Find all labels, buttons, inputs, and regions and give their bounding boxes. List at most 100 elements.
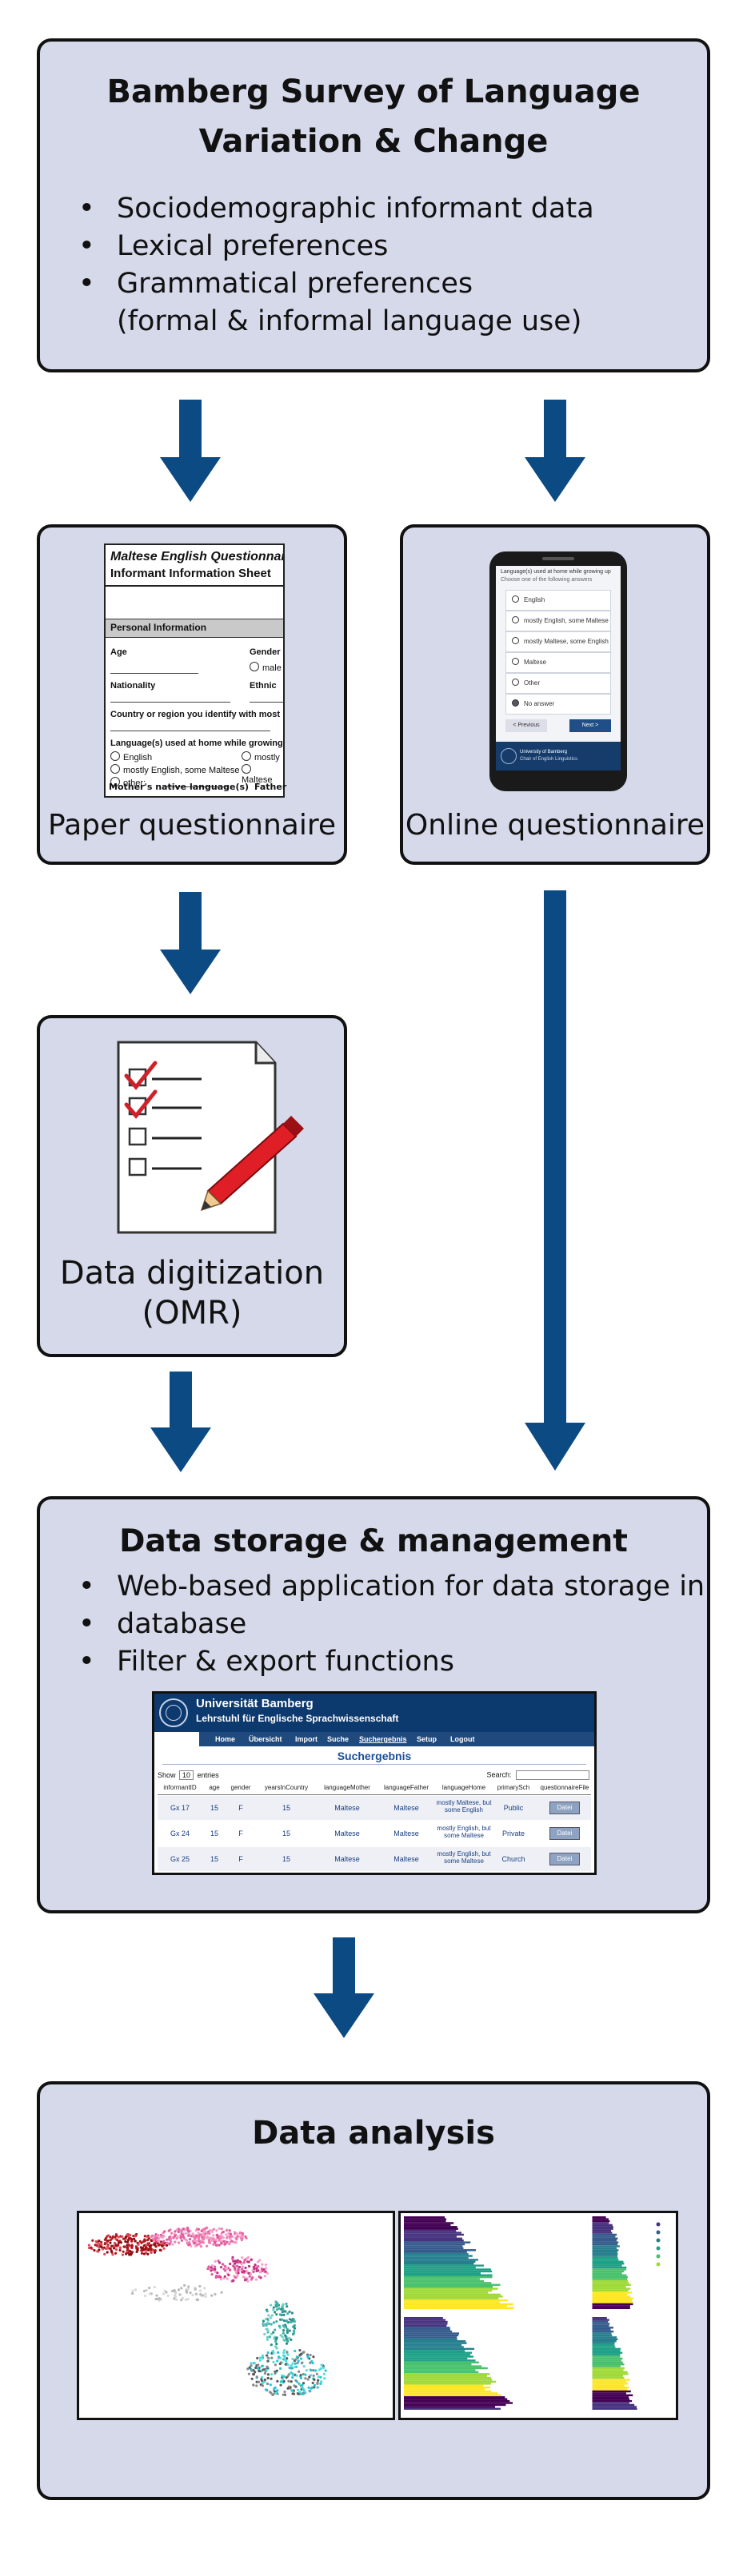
form-male-label: male xyxy=(262,663,282,673)
datei-button[interactable]: Datei xyxy=(549,1802,580,1814)
bar-segment xyxy=(404,2323,448,2325)
university-seal-inner-icon xyxy=(166,1705,182,1721)
phone-next-button[interactable]: Next > xyxy=(569,719,611,732)
bar-segment xyxy=(404,2394,502,2397)
nav-setup[interactable]: Setup xyxy=(417,1735,437,1743)
col-age[interactable]: age xyxy=(209,1784,220,1791)
map-point xyxy=(150,2251,153,2255)
map-point xyxy=(166,2238,169,2241)
nav-import[interactable]: Import xyxy=(295,1735,318,1743)
map-point xyxy=(189,2291,192,2295)
map-point xyxy=(206,2244,209,2248)
map-point xyxy=(110,2249,113,2252)
datei-button[interactable]: Datei xyxy=(549,1853,580,1865)
map-point xyxy=(324,2369,327,2372)
phone-footer: University of Bamberg Chair of English L… xyxy=(496,742,621,770)
table-row[interactable]: Gx 25 15 F 15 Maltese Maltese mostly Eng… xyxy=(158,1847,591,1871)
nav-home[interactable]: Home xyxy=(215,1735,236,1743)
omr-checklist-icon xyxy=(117,1041,304,1234)
bar-segment xyxy=(592,2357,623,2360)
map-point xyxy=(262,2381,265,2384)
radio-icon[interactable] xyxy=(242,764,251,774)
map-point xyxy=(110,2244,114,2248)
phone-option-1[interactable]: mostly English, some Maltese xyxy=(505,611,611,631)
radio-icon[interactable] xyxy=(250,662,259,671)
bar-segment xyxy=(592,2233,617,2236)
col-yearsincountry[interactable]: yearsInCountry xyxy=(264,1784,309,1791)
map-point xyxy=(286,2357,289,2360)
map-point xyxy=(298,2348,302,2352)
radio-icon[interactable] xyxy=(110,764,120,774)
radio-icon[interactable] xyxy=(512,637,519,644)
bar-segment xyxy=(592,2373,629,2375)
map-point xyxy=(188,2238,192,2241)
col-questionnairefile[interactable]: questionnaireFile xyxy=(540,1784,589,1791)
map-point xyxy=(110,2237,114,2240)
map-point xyxy=(202,2294,205,2297)
entries-select[interactable]: 10 xyxy=(179,1770,194,1780)
map-point xyxy=(246,2367,250,2371)
radio-icon[interactable] xyxy=(110,751,120,761)
bar-segment xyxy=(404,2264,485,2267)
table-row[interactable]: Gx 24 15 F 15 Maltese Maltese mostly Eng… xyxy=(158,1822,591,1845)
radio-icon[interactable] xyxy=(512,616,519,623)
map-point xyxy=(270,2356,274,2359)
phone-option-5[interactable]: No answer xyxy=(505,694,611,715)
map-point xyxy=(199,2292,202,2296)
map-point xyxy=(168,2243,171,2246)
radio-icon[interactable] xyxy=(512,679,519,686)
bar-segment xyxy=(592,2293,628,2296)
map-point xyxy=(162,2247,166,2250)
cell-primarysch: Public xyxy=(503,1804,524,1812)
nav-suchergebnis[interactable]: Suchergebnis xyxy=(359,1735,407,1743)
map-point xyxy=(274,2328,277,2331)
phone-option-3[interactable]: Maltese xyxy=(505,652,611,673)
cell-age: 15 xyxy=(210,1829,218,1837)
col-languagehome[interactable]: languageHome xyxy=(441,1784,486,1791)
datei-button[interactable]: Datei xyxy=(549,1827,580,1840)
radio-icon[interactable] xyxy=(242,751,251,761)
bar-segment xyxy=(592,2260,624,2263)
map-point xyxy=(302,2372,305,2376)
map-point xyxy=(202,2232,206,2235)
col-gender[interactable]: gender xyxy=(230,1784,251,1791)
radio-icon[interactable] xyxy=(110,777,120,786)
map-point xyxy=(248,2366,251,2369)
phone-prev-button[interactable]: < Previous xyxy=(505,719,547,732)
bar-segment xyxy=(592,2268,627,2271)
map-point xyxy=(272,2351,275,2355)
nav-uebersicht[interactable]: Übersicht xyxy=(249,1735,282,1743)
radio-icon[interactable] xyxy=(512,595,519,603)
phone-option-4[interactable]: Other xyxy=(505,673,611,694)
bar-segment xyxy=(592,2351,623,2354)
map-point xyxy=(185,2289,188,2292)
bar-segment xyxy=(404,2383,491,2385)
map-point xyxy=(111,2235,115,2238)
radio-icon[interactable] xyxy=(512,699,519,707)
col-informantid[interactable]: informantID xyxy=(163,1784,197,1791)
map-point xyxy=(242,2261,246,2264)
map-point xyxy=(228,2229,231,2232)
form-other-line xyxy=(163,786,227,787)
map-point xyxy=(220,2242,223,2245)
nav-logout[interactable]: Logout xyxy=(450,1735,475,1743)
radio-icon[interactable] xyxy=(512,658,519,665)
map-point xyxy=(137,2243,140,2246)
phone-option-0[interactable]: English xyxy=(505,590,611,611)
map-point xyxy=(136,2248,139,2252)
col-primarysch[interactable]: primarySch xyxy=(497,1784,530,1791)
table-row[interactable]: Gx 17 15 F 15 Maltese Maltese mostly Mal… xyxy=(158,1796,591,1820)
map-point xyxy=(266,2354,269,2357)
form-option-english-label: English xyxy=(123,753,153,762)
map-point xyxy=(124,2240,127,2244)
map-point xyxy=(286,2353,290,2356)
map-point xyxy=(223,2275,226,2278)
search-input[interactable] xyxy=(516,1770,589,1780)
bar-segment xyxy=(404,2384,484,2387)
bar-segment xyxy=(404,2272,481,2275)
col-languagemother[interactable]: languageMother xyxy=(324,1784,370,1791)
bar-segment xyxy=(592,2334,613,2337)
nav-suche[interactable]: Suche xyxy=(327,1735,350,1743)
phone-option-2[interactable]: mostly Maltese, some English xyxy=(505,631,611,652)
col-languagefather[interactable]: languageFather xyxy=(383,1784,429,1791)
